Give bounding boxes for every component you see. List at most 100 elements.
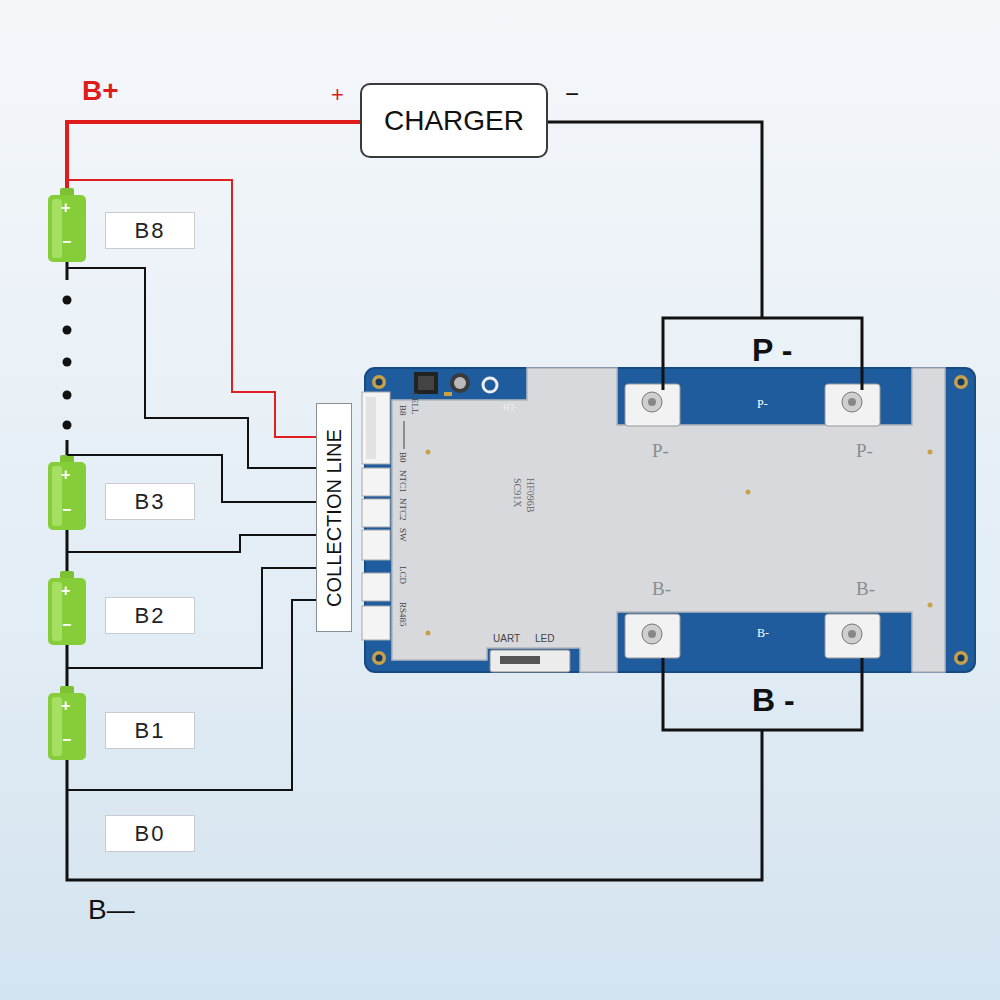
wires-part: [67, 122, 360, 188]
wires-part: [66, 645, 69, 686]
wires-part: [67, 730, 762, 880]
bms-board-part: [848, 630, 856, 638]
wires-part: [663, 318, 862, 390]
bms-board-part: [642, 392, 662, 412]
bms-board-part: [366, 397, 376, 459]
box-label: B0: [135, 821, 166, 847]
charger-box: CHARGER: [360, 83, 548, 158]
polarity-sign: +: [61, 583, 70, 599]
bms-board-part: [362, 606, 390, 640]
box-label: B1: [135, 718, 166, 744]
battery-cells-part: [52, 199, 62, 258]
box-label: B8: [135, 218, 166, 244]
ellipsis-dots-part: [63, 358, 72, 367]
bms-board-part: [362, 392, 390, 464]
battery-cells-part: [52, 466, 62, 526]
silkscreen-label: NTC2: [398, 498, 407, 521]
terminal-silkscreen: B-: [757, 627, 769, 639]
wires-part: [66, 440, 69, 455]
bms-board: [362, 368, 975, 672]
bms-board-part: [376, 655, 383, 662]
terminal-label: B+: [82, 77, 119, 105]
silkscreen-label: NTC1: [398, 470, 407, 493]
bms-board-part: [825, 384, 880, 426]
bms-board-part: [362, 573, 390, 601]
polarity-sign: +: [61, 200, 70, 216]
bms-board-part: [483, 378, 497, 392]
bms-board-part: [648, 630, 656, 638]
bms-board-part: [426, 450, 431, 455]
bms-board-part: [414, 372, 438, 394]
model-number: HF096B: [525, 478, 535, 512]
bms-board-part: [450, 373, 470, 393]
bms-board-part: [404, 421, 405, 449]
ellipsis-dots-part: [63, 326, 72, 335]
terminal-silkscreen: B-: [856, 579, 875, 598]
bms-board-part: [426, 631, 431, 636]
ellipsis-dots-part: [63, 296, 72, 305]
bms-board-part: [454, 377, 466, 389]
ellipsis-dots: [63, 296, 72, 430]
bms-board-part: [376, 379, 383, 386]
cell-name-box: B8: [105, 212, 195, 249]
wires-part: [67, 268, 316, 468]
bms-board-part: [848, 398, 856, 406]
bms-board-part: [392, 368, 945, 672]
ellipsis-dots-part: [63, 421, 72, 430]
bms-board-part: [490, 650, 570, 672]
wires-part: [548, 122, 762, 318]
bms-board-part: [642, 624, 662, 644]
silkscreen-label: LED: [535, 634, 554, 644]
battery-cells-part: [48, 195, 86, 262]
bms-board-part: [648, 398, 656, 406]
bms-board-part: [825, 614, 880, 658]
cell-name-box: B2: [105, 597, 195, 634]
terminal-label: B -: [752, 684, 795, 716]
battery-cells-part: [48, 693, 86, 760]
terminal-silkscreen: P-: [856, 441, 873, 460]
bms-board-part: [928, 603, 933, 608]
polarity-sign: −: [62, 502, 71, 518]
bms-board-part: [372, 375, 386, 389]
polarity-sign: −: [62, 732, 71, 748]
bms-board-part: [362, 499, 390, 527]
silkscreen-label: CELL: [410, 392, 419, 415]
box-label: B2: [135, 603, 166, 629]
battery-cells: [48, 188, 86, 760]
silkscreen-label: UART: [493, 634, 520, 644]
box-label: B3: [135, 489, 166, 515]
bms-board-part: [954, 651, 968, 665]
terminal-silkscreen: P-: [757, 398, 768, 410]
bms-board-part: [954, 375, 968, 389]
bms-board-part: [362, 530, 390, 560]
bms-board-part: [928, 450, 933, 455]
bms-board-part: [444, 392, 452, 396]
battery-cells-part: [52, 582, 62, 641]
wires-part: [66, 530, 69, 571]
polarity-sign: +: [61, 467, 70, 483]
silkscreen-label: B0: [398, 452, 407, 463]
bms-board-part: [500, 656, 540, 664]
box-label: CHARGER: [384, 105, 524, 137]
collection-line-box: COLLECTION LINE: [316, 403, 352, 632]
bms-board-part: [372, 651, 386, 665]
cell-name-box: B3: [105, 483, 195, 520]
model-number: SC91X: [512, 478, 522, 507]
cell-name-box: B1: [105, 712, 195, 749]
battery-cells-part: [48, 578, 86, 645]
terminal-silkscreen: P-: [652, 441, 669, 460]
wires-part: [663, 658, 862, 730]
silkscreen-label: RS485: [398, 602, 407, 627]
terminal-silkscreen: B-: [652, 579, 671, 598]
wires-part: [67, 568, 316, 668]
bms-board-part: [625, 384, 680, 426]
wires-part: [67, 180, 316, 437]
polarity-sign: +: [331, 84, 344, 106]
cell-name-box: B0: [105, 815, 195, 852]
silkscreen-label: SW: [398, 528, 407, 542]
wires-part: [66, 262, 69, 280]
bms-board-part: [958, 655, 965, 662]
box-label: COLLECTION LINE: [323, 429, 346, 607]
silkscreen-label: B8: [398, 405, 407, 416]
silkscreen-label: HT-: [503, 403, 517, 412]
